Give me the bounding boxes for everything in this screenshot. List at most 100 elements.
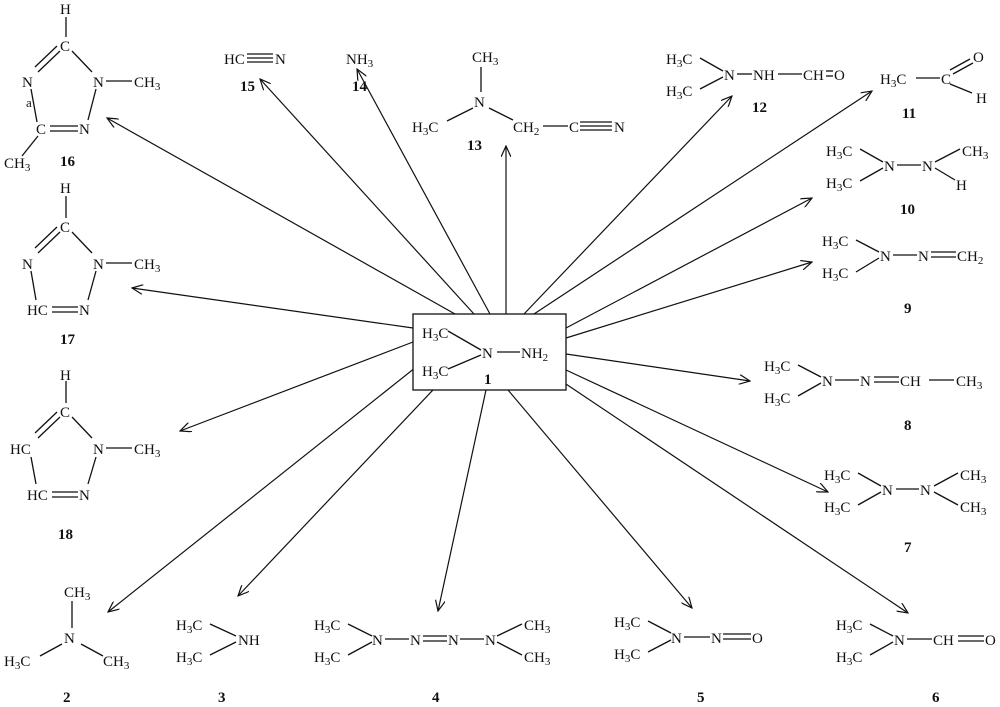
c4-n2: N <box>410 633 421 649</box>
c2-n: N <box>64 631 75 647</box>
c6-n: N <box>894 633 905 649</box>
compound-18: H C N CH3 HC HC N 18 <box>10 368 161 543</box>
c8-h3c-top: H3C <box>764 359 790 377</box>
compound-number-9: 9 <box>904 301 912 317</box>
c17-n-left: N <box>22 257 33 273</box>
center-h3c-bottom: H3C <box>422 364 448 382</box>
arrow-to-8 <box>565 353 750 381</box>
compound-number-10: 10 <box>900 202 915 218</box>
compound-9: H3C H3C N N CH2 9 <box>822 234 983 317</box>
compound-number-18: 18 <box>58 527 73 543</box>
c14-nh3: NH3 <box>346 52 374 70</box>
arrow-to-7 <box>565 369 828 492</box>
arrow-to-18 <box>180 341 414 431</box>
c11-c: C <box>941 72 951 88</box>
c7-h3c-bottom: H3C <box>824 500 850 518</box>
c9-n1: N <box>880 249 891 265</box>
c16-a: a <box>26 95 32 110</box>
c7-h3c-top: H3C <box>824 468 850 486</box>
c12-nh: NH <box>753 68 775 84</box>
c9-h3c-bottom: H3C <box>822 266 848 284</box>
c10-n2: N <box>922 159 933 175</box>
arrow-to-2 <box>108 351 436 612</box>
compound-13: CH3 N H3C CH2 C N 13 <box>412 50 625 154</box>
compound-number-14: 14 <box>352 79 368 95</box>
c8-n1: N <box>822 374 833 390</box>
c2-ch3-top: CH3 <box>64 585 91 603</box>
arrow-to-16 <box>107 118 456 315</box>
compound-number-11: 11 <box>902 106 916 122</box>
c3-h3c-top: H3C <box>176 618 202 636</box>
c12-h3c-bottom: H3C <box>666 84 692 102</box>
c10-n1: N <box>884 159 895 175</box>
c9-ch2: CH2 <box>957 249 983 267</box>
c15-n: N <box>275 52 286 68</box>
compound-number-1: 1 <box>484 372 492 388</box>
c6-o: O <box>985 633 996 649</box>
compound-5: H3C H3C N N O 5 <box>614 615 763 706</box>
c16-n-bottom: N <box>79 122 90 138</box>
compound-number-8: 8 <box>904 418 912 434</box>
c6-h3c-top: H3C <box>836 618 862 636</box>
arrow-to-12 <box>523 96 732 315</box>
c12-o: O <box>834 68 845 84</box>
c18-n-bottom: N <box>79 488 90 504</box>
c11-h: H <box>976 91 987 107</box>
compound-number-13: 13 <box>467 138 482 154</box>
compound-12: H3C H3C N NH CH O 12 <box>666 52 845 116</box>
c11-o: O <box>973 50 984 66</box>
c7-n1: N <box>882 483 893 499</box>
c4-ch3-top: CH3 <box>524 618 551 636</box>
compound-16: H C N CH3 N a C N CH3 16 <box>4 2 161 174</box>
c4-h3c-bottom: H3C <box>314 650 340 668</box>
c5-o: O <box>752 631 763 647</box>
c16-c-bottom: C <box>36 122 46 138</box>
compound-number-3: 3 <box>218 690 226 706</box>
c13-n-nitrile: N <box>614 120 625 136</box>
c2-ch3-right: CH3 <box>103 654 130 672</box>
c13-ch3: CH3 <box>472 50 499 68</box>
c6-ch: CH <box>933 633 954 649</box>
arrow-to-9 <box>565 262 812 339</box>
c7-ch3-top: CH3 <box>960 468 987 486</box>
c17-n-bottom: N <box>79 303 90 319</box>
compound-7: H3C H3C N N CH3 CH3 7 <box>824 468 987 556</box>
c6-h3c-bottom: H3C <box>836 650 862 668</box>
arrow-to-6 <box>547 371 908 613</box>
c9-h3c-top: H3C <box>822 234 848 252</box>
compound-11: H3C C O H 11 <box>880 50 987 122</box>
compound-1-box <box>412 313 567 391</box>
c5-n1: N <box>671 631 682 647</box>
c16-ch3-bottom: CH3 <box>4 156 31 174</box>
c2-h3c: H3C <box>4 654 30 672</box>
c10-h: H <box>956 178 967 194</box>
compound-14: NH3 14 <box>346 52 374 95</box>
compound-number-7: 7 <box>904 540 912 556</box>
c8-h3c-bottom: H3C <box>764 391 790 409</box>
c18-ch3: CH3 <box>134 442 161 460</box>
arrow-to-15 <box>260 79 475 315</box>
c7-n2: N <box>920 483 931 499</box>
compound-8: H3C H3C N N CH CH3 8 <box>764 359 983 434</box>
c12-n: N <box>724 68 735 84</box>
arrow-to-17 <box>132 288 414 329</box>
c5-h3c-top: H3C <box>614 615 640 633</box>
compound-number-6: 6 <box>932 690 940 706</box>
c18-h: H <box>60 368 71 384</box>
c11-h3c: H3C <box>880 72 906 90</box>
compound-4: H3C H3C N N N N CH3 CH3 4 <box>314 618 551 706</box>
c4-ch3-bottom: CH3 <box>524 650 551 668</box>
compound-3: H3C H3C NH 3 <box>176 618 260 706</box>
arrow-to-14 <box>357 69 491 315</box>
compound-number-2: 2 <box>63 690 71 706</box>
c10-h3c-bottom: H3C <box>826 176 852 194</box>
arrow-to-3 <box>238 371 451 596</box>
c16-ch3-right: CH3 <box>134 75 161 93</box>
c17-h: H <box>60 181 71 197</box>
compound-15: HC N 15 <box>224 52 286 95</box>
compound-10: H3C H3C N N CH3 H 10 <box>826 144 989 218</box>
compound-number-15: 15 <box>240 79 255 95</box>
c17-ch3: CH3 <box>134 257 161 275</box>
c16-c-top: C <box>60 39 70 55</box>
